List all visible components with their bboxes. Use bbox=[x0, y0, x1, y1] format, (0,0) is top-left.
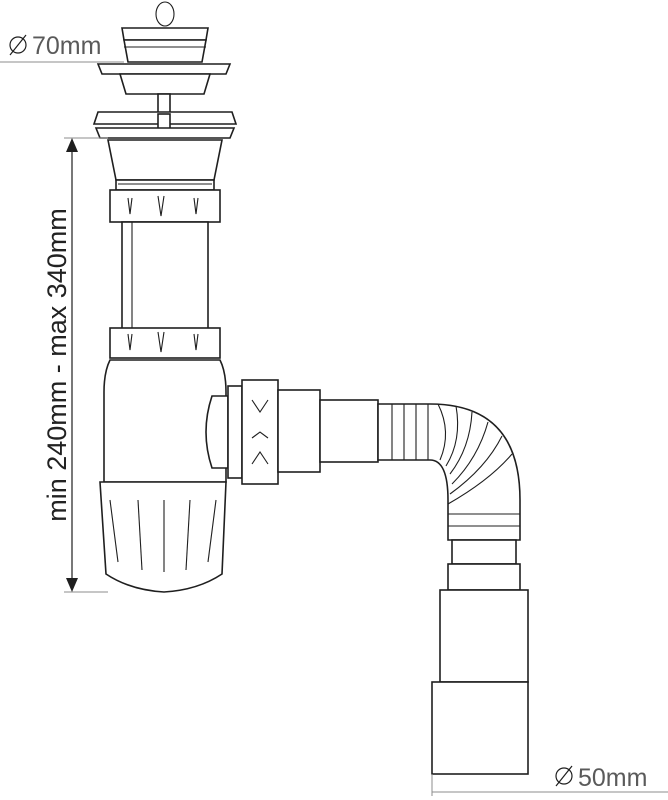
height-range-dimension: min 240mm - max 340mm bbox=[42, 137, 108, 593]
diameter-symbol-bottom bbox=[555, 765, 573, 787]
top-diameter-dimension: 70mm bbox=[0, 32, 124, 63]
lower-nut bbox=[109, 327, 221, 359]
upper-nut bbox=[109, 189, 221, 223]
outlet-tube bbox=[431, 539, 529, 775]
sink-flange bbox=[92, 111, 238, 139]
telescopic-tube bbox=[121, 221, 209, 331]
top-diameter-label: 70mm bbox=[32, 32, 101, 60]
strainer-basket bbox=[96, 63, 232, 117]
trap-cup bbox=[99, 481, 227, 593]
waste-outlet-body bbox=[107, 139, 223, 191]
side-outlet-connector bbox=[227, 379, 379, 485]
drain-plug bbox=[121, 1, 209, 63]
flexible-hose bbox=[377, 403, 521, 541]
outlet-diameter-dimension: 50mm bbox=[431, 764, 668, 796]
outlet-diameter-label: 50mm bbox=[578, 764, 647, 792]
diameter-symbol-top bbox=[9, 34, 27, 56]
bottle-trap bbox=[103, 359, 229, 483]
height-range-label: min 240mm - max 340mm bbox=[42, 208, 72, 522]
